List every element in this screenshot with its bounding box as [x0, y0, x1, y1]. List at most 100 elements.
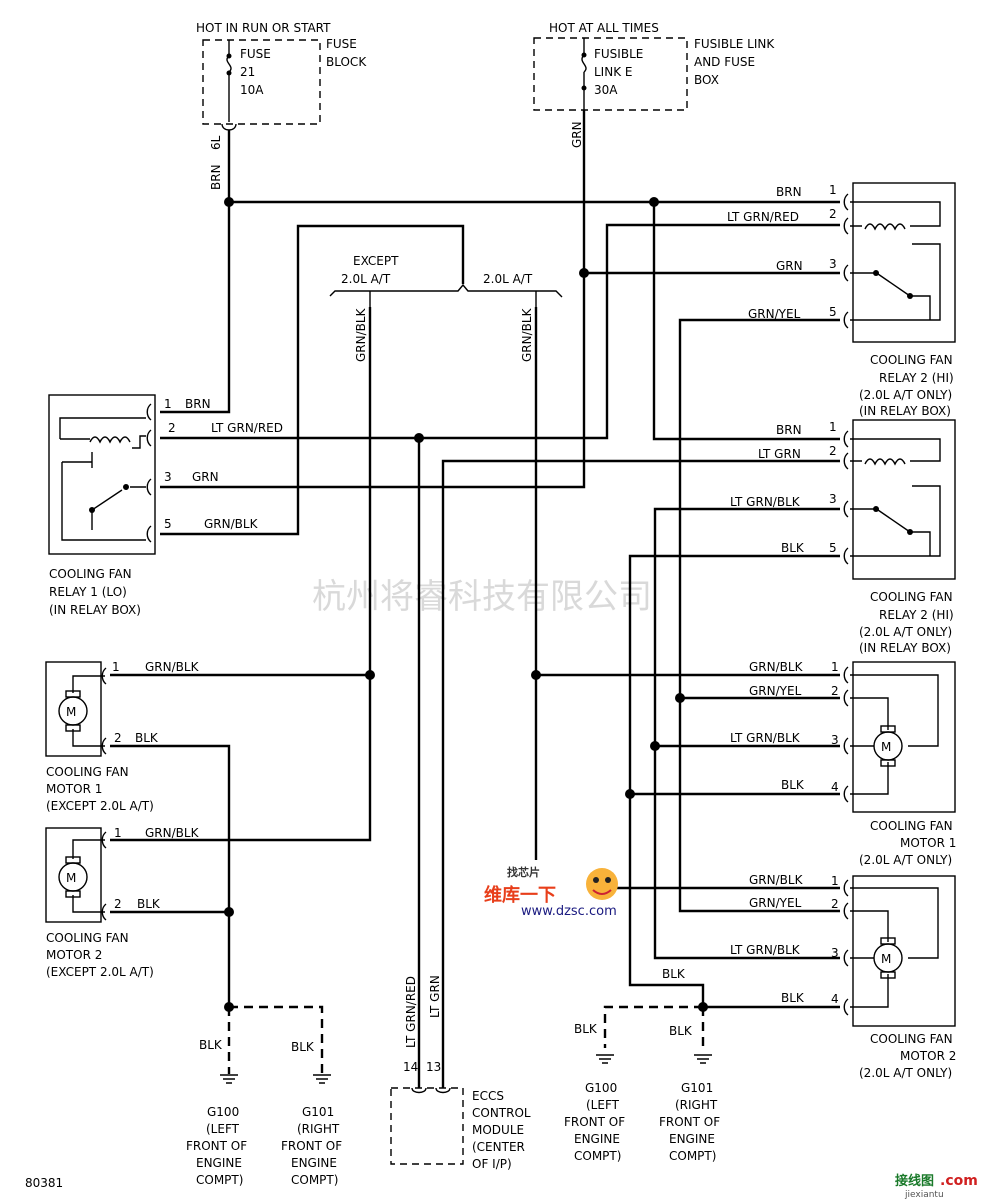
- motor-1e-label-2: MOTOR 1: [46, 782, 102, 796]
- wires: [110, 110, 840, 1088]
- ground-right-g101-name: G101: [681, 1081, 713, 1095]
- eccs-outline: [390, 1087, 464, 1165]
- motor-2e-label-3: (EXCEPT 2.0L A/T): [46, 965, 154, 979]
- ground-left-g101-name: G101: [302, 1105, 334, 1119]
- motor-2o-label-1: COOLING FAN: [870, 1032, 953, 1046]
- wire-blk-right: [628, 554, 840, 1007]
- motor-2o-symbol: [873, 943, 903, 973]
- motor-1e-pin-1: 1: [112, 660, 120, 674]
- motor-1o-label-3: (2.0L A/T ONLY): [859, 853, 952, 867]
- relay-1-pin-3: 3: [164, 470, 172, 484]
- eccs-pin-14: 14: [403, 1060, 418, 1074]
- relay-1-outline: [48, 394, 156, 555]
- relay-2b-label-1: COOLING FAN: [870, 590, 953, 604]
- logo-mascot-eye-left: [593, 877, 599, 883]
- relay-1-switch-pivot: [89, 507, 95, 513]
- fusible-box-label-1: FUSIBLE LINK: [694, 37, 775, 51]
- relay-2a-outline: [852, 182, 956, 343]
- relay-1-label-2: RELAY 1 (LO): [49, 585, 127, 599]
- relay-1-switch-leads: [61, 452, 146, 541]
- motor-2o-pin-3: 3: [831, 946, 839, 960]
- relay-2a-connectors: [843, 193, 849, 329]
- relay-1-switch-contact: [123, 484, 129, 490]
- ground-left-splice: [227, 1005, 324, 1074]
- fuse-terminal-top: [226, 53, 232, 59]
- ground-right-g101-l3: ENGINE: [669, 1132, 715, 1146]
- motor-1o-label-2: MOTOR 1: [900, 836, 956, 850]
- relay-1-label-1: COOLING FAN: [49, 567, 132, 581]
- motor-1e-wire-1: GRN/BLK: [145, 660, 200, 674]
- relay-2b-wire-2: LT GRN: [758, 447, 801, 461]
- motor-1o-pin-3: 3: [831, 733, 839, 747]
- relay-2-hi-top: 1 BRN 2 LT GRN/RED 3 GRN 5 GRN/YEL COOLI…: [727, 182, 956, 418]
- motor-1e-wire-2: BLK: [135, 731, 159, 745]
- motor-2o-connectors: [843, 879, 849, 1016]
- eccs-label-5: OF I/P): [472, 1157, 512, 1171]
- corner-logo-text-2: .com: [940, 1173, 978, 1189]
- motor-2o-wire-2: GRN/YEL: [749, 896, 802, 910]
- corner-logo: 接线图 .com jiexiantu: [895, 1173, 978, 1200]
- relay-2b-pin-5: 5: [829, 541, 837, 555]
- fuse-block: HOT IN RUN OR START FUSE 21 10A FUSE BLO…: [196, 21, 367, 190]
- motor-1o-letter: M: [881, 740, 891, 754]
- motor-2e-pin-2: 2: [114, 897, 122, 911]
- eccs-wire-13: LT GRN: [428, 975, 442, 1018]
- wire-grnblk-except: [110, 307, 372, 842]
- eccs-module: LT GRN/RED LT GRN 14 13 ECCS CONTROL MOD…: [390, 975, 531, 1171]
- fuse-name: FUSE: [240, 47, 271, 61]
- motor-1o-wire-3: LT GRN/BLK: [730, 731, 801, 745]
- relay-1-coil: [89, 436, 131, 444]
- ground-left-g100-l4: COMPT): [196, 1173, 243, 1187]
- wire-ltgrn-eccs: [441, 459, 840, 1088]
- variant-except-label-1: EXCEPT: [353, 254, 399, 268]
- ground-right-g101-l4: COMPT): [669, 1149, 716, 1163]
- splice-brn-2: [649, 197, 659, 207]
- eccs-connectors: [411, 1087, 451, 1094]
- fusible-rating: 30A: [594, 83, 618, 97]
- eccs-wire-14: LT GRN/RED: [404, 976, 418, 1048]
- motor-1o-wire-2: GRN/YEL: [749, 684, 802, 698]
- fuse-connector-label: 6L: [209, 135, 223, 150]
- relay-2b-coil: [864, 458, 906, 466]
- fusible-terminal-top: [581, 52, 587, 58]
- splice-ltgrnred: [414, 433, 424, 443]
- wire-ltgrnblk: [653, 507, 840, 960]
- eccs-pin-13: 13: [426, 1060, 441, 1074]
- relay-2a-wire-5: GRN/YEL: [748, 307, 801, 321]
- variant-split: EXCEPT 2.0L A/T 2.0L A/T GRN/BLK GRN/BLK: [329, 254, 563, 362]
- ground-right-g100-name: G100: [585, 1081, 617, 1095]
- relay-2a-pin-2: 2: [829, 207, 837, 221]
- splice-blk-left: [224, 907, 234, 917]
- motor-1-except: M 1 GRN/BLK 2 BLK COOLING FAN MOTOR 1 (E…: [45, 660, 200, 813]
- ground-right-wire-g101: BLK: [669, 1024, 693, 1038]
- wire-ltgrnred-relay: [160, 223, 840, 440]
- motor-2o-letter: M: [881, 952, 891, 966]
- ground-left-g100-name: G100: [207, 1105, 239, 1119]
- relay-2a-label-3: (2.0L A/T ONLY): [859, 388, 952, 402]
- relay-2a-label-4: (IN RELAY BOX): [859, 404, 951, 418]
- variant-only-wire: GRN/BLK: [520, 307, 534, 362]
- relay-1-pin-2: 2: [168, 421, 176, 435]
- ground-right-wire-in: BLK: [662, 967, 686, 981]
- ground-left-g100-l1: (LEFT: [206, 1122, 240, 1136]
- ground-left-g101-l3: ENGINE: [291, 1156, 337, 1170]
- motor-2o-pin-4: 4: [831, 992, 839, 1006]
- ground-right-splice: [603, 1005, 705, 1048]
- fusible-name-2: LINK E: [594, 65, 632, 79]
- fusible-link-outline: [533, 37, 688, 111]
- ground-left-g100-l3: ENGINE: [196, 1156, 242, 1170]
- relay-2b-pin-3: 3: [829, 492, 837, 506]
- fuse-rating: 10A: [240, 83, 264, 97]
- motor-1o-outline: [852, 661, 956, 813]
- motor-1e-outline: [45, 661, 102, 757]
- variant-bracket-stems: [369, 291, 537, 307]
- wire-grn-main: [160, 110, 586, 489]
- eccs-label-3: MODULE: [472, 1123, 524, 1137]
- relay-1-wire-3: GRN: [192, 470, 219, 484]
- fusible-link-box: HOT AT ALL TIMES FUSIBLE LINK E 30A FUSI…: [533, 21, 775, 148]
- relay-2a-pin-3: 3: [829, 257, 837, 271]
- wire-brn-relay2b: [652, 202, 840, 441]
- motor-2o-wire-3: LT GRN/BLK: [730, 943, 801, 957]
- logo-mascot-smile: [592, 889, 612, 895]
